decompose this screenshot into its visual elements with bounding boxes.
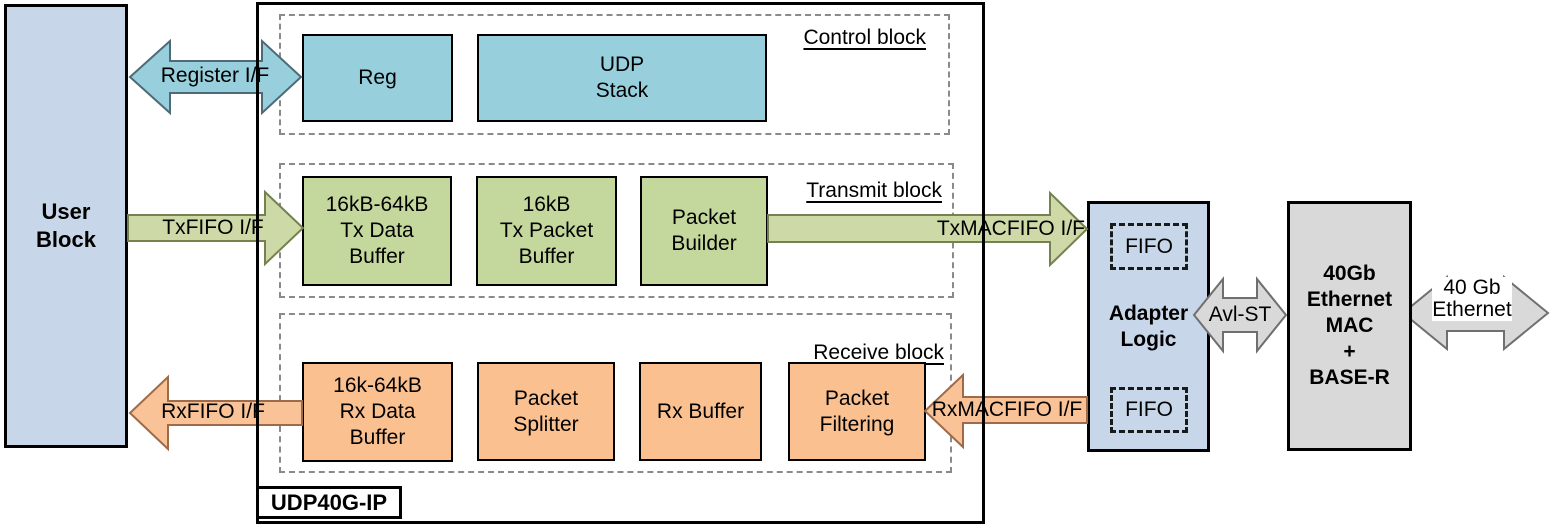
packet-splitter-box: Packet Splitter [477, 362, 615, 461]
user-block: User Block [4, 4, 128, 448]
tx-packet-buffer-box: 16kB Tx Packet Buffer [476, 176, 617, 286]
avl-st-arrow-label: Avl-ST [1208, 303, 1272, 326]
receive-block-title: Receive block [813, 341, 944, 364]
avl-st-arrow [1192, 276, 1288, 354]
adapter-rx-fifo-box: FIFO [1110, 387, 1188, 433]
transmit-block-title: Transmit block [806, 179, 942, 202]
udp-stack-box: UDP Stack [477, 34, 767, 122]
rxmacfifo-if-arrow [923, 372, 1088, 450]
reg-box: Reg [302, 34, 453, 122]
txmacfifo-if-arrow-label: TxMACFIFO I/F [936, 217, 1085, 240]
txfifo-if-arrow-label: TxFIFO I/F [162, 216, 264, 239]
control-block-title: Control block [803, 26, 926, 49]
rx-buffer-box: Rx Buffer [639, 362, 762, 461]
packet-builder-box: Packet Builder [640, 176, 768, 286]
register-if-arrow [128, 38, 303, 116]
rxmacfifo-if-arrow-label: RxMACFIFO I/F [931, 398, 1083, 421]
rxfifo-if-arrow-label: RxFIFO I/F [161, 400, 265, 423]
tx-data-buffer-box: 16kB-64kB Tx Data Buffer [302, 176, 452, 286]
ethernet-mac-block: 40Gb Ethernet MAC + BASE-R [1287, 201, 1412, 451]
rxfifo-if-arrow [128, 374, 303, 452]
txfifo-if-arrow [127, 189, 305, 267]
register-if-arrow-label: Register I/F [160, 64, 270, 87]
adapter-tx-fifo-box: FIFO [1110, 223, 1188, 270]
ethernet-40g-arrow-label: 40 Gb Ethernet [1432, 276, 1512, 321]
rx-data-buffer-box: 16k-64kB Rx Data Buffer [302, 362, 453, 462]
udp40g-ip-name-tag: UDP40G-IP [256, 486, 402, 519]
txmacfifo-if-arrow [767, 190, 1089, 268]
packet-filtering-box: Packet Filtering [788, 362, 926, 461]
